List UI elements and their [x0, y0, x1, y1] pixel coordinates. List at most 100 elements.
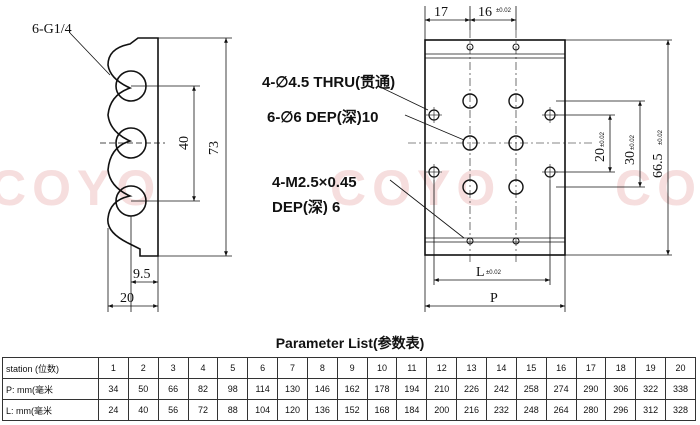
table-cell: 15	[515, 357, 547, 379]
table-cell: 200	[426, 399, 458, 421]
table-cell: 232	[485, 399, 517, 421]
row-header: L: mm(毫米	[2, 399, 99, 421]
table-cell: 10	[366, 357, 398, 379]
side-view-outline	[107, 37, 159, 257]
table-cell: 17	[575, 357, 607, 379]
table-cell: 56	[157, 399, 189, 421]
table-cell: 50	[127, 378, 159, 400]
note-thread-depth: DEP(深) 6	[272, 198, 340, 216]
note-thru-holes: 4-∅4.5 THRU(贯通)	[262, 74, 395, 91]
dim-L: L	[476, 265, 485, 280]
table-cell: 168	[366, 399, 398, 421]
manifold-body	[424, 39, 566, 256]
dim-30-tol: ±0.02	[630, 134, 636, 150]
table-cell: 120	[277, 399, 308, 421]
watermark-left: COYO	[0, 160, 161, 216]
table-cell: 306	[605, 378, 637, 400]
table-cell: 6	[247, 357, 279, 379]
watermark-group: COYO COYO COYO	[0, 160, 700, 216]
dim-16-tol: ±0.02	[496, 8, 512, 14]
table-cell: 98	[217, 378, 249, 400]
table-cell: 296	[605, 399, 637, 421]
table-cell: 264	[545, 399, 577, 421]
dim-P: P	[490, 291, 498, 306]
dim-73: 73	[207, 141, 222, 155]
table-cell: 14	[485, 357, 517, 379]
table-cell: 104	[247, 399, 279, 421]
dim-66-5: 66.5	[651, 154, 666, 179]
side-view	[107, 37, 159, 257]
dim-40: 40	[177, 136, 192, 150]
table-cell: 322	[635, 378, 667, 400]
dim-30-right: 30	[623, 151, 638, 165]
dim-20-right: 20	[593, 148, 608, 162]
table-cell: 248	[515, 399, 547, 421]
table-cell: 274	[545, 378, 577, 400]
dim-L-tol: ±0.02	[486, 270, 502, 276]
table-cell: 2	[127, 357, 159, 379]
table-cell: 338	[665, 378, 696, 400]
port-spec-label: 6-G1/4	[32, 22, 72, 37]
dim-17: 17	[434, 5, 448, 20]
watermark-right: COYO	[615, 160, 700, 216]
table-cell: 328	[665, 399, 696, 421]
dim-20: 20	[120, 291, 134, 306]
table-cell: 66	[157, 378, 189, 400]
table-cell: 130	[277, 378, 308, 400]
table-cell: 226	[456, 378, 487, 400]
table-cell: 8	[306, 357, 338, 379]
table-cell: 312	[635, 399, 667, 421]
parameter-list-title: Parameter List(参数表)	[275, 335, 425, 351]
table-cell: 20	[665, 357, 696, 379]
table-cell: 146	[306, 378, 338, 400]
table-cell: 290	[575, 378, 607, 400]
dep-holes	[462, 93, 524, 195]
table-cell: 162	[336, 378, 368, 400]
table-cell: 3	[157, 357, 189, 379]
table-cell: 40	[127, 399, 159, 421]
table-cell: 82	[187, 378, 219, 400]
table-cell: 34	[98, 378, 129, 400]
table-cell: 18	[605, 357, 637, 379]
table-cell: 1	[98, 357, 129, 379]
table-cell: 216	[456, 399, 487, 421]
row-header: P: mm(毫米	[2, 378, 99, 400]
table-cell: 12	[426, 357, 458, 379]
table-cell: 88	[217, 399, 249, 421]
watermark-center: COYO	[330, 160, 501, 216]
dim-66-5-tol: ±0.02	[658, 129, 664, 145]
table-cell: 19	[635, 357, 667, 379]
front-view	[408, 30, 592, 262]
table-cell: 178	[366, 378, 398, 400]
row-header: station (位数)	[2, 357, 99, 379]
technical-drawing: COYO COYO COYO 6-G1/4 73 40 9.5 20	[0, 5, 700, 312]
thread-holes	[466, 43, 520, 245]
note-dep-holes: 6-∅6 DEP(深)10	[267, 108, 378, 126]
table-cell: 114	[247, 378, 279, 400]
table-cell: 9	[336, 357, 368, 379]
table-cell: 24	[98, 399, 129, 421]
table-cell: 280	[575, 399, 607, 421]
table-cell: 13	[456, 357, 487, 379]
table-cell: 72	[187, 399, 219, 421]
side-view-dimensions	[69, 32, 232, 312]
note-thread: 4-M2.5×0.45	[272, 174, 357, 191]
table-cell: 152	[336, 399, 368, 421]
table-cell: 4	[187, 357, 219, 379]
table-cell: 242	[485, 378, 517, 400]
table-cell: 194	[396, 378, 428, 400]
table-cell: 136	[306, 399, 338, 421]
table-cell: 210	[426, 378, 458, 400]
table-cell: 7	[277, 357, 308, 379]
dim-20-tol: ±0.02	[600, 131, 606, 147]
table-cell: 258	[515, 378, 547, 400]
table-cell: 184	[396, 399, 428, 421]
table-cell: 16	[545, 357, 577, 379]
dim-16: 16	[478, 5, 492, 20]
dim-9-5: 9.5	[133, 267, 151, 282]
table-cell: 5	[217, 357, 249, 379]
